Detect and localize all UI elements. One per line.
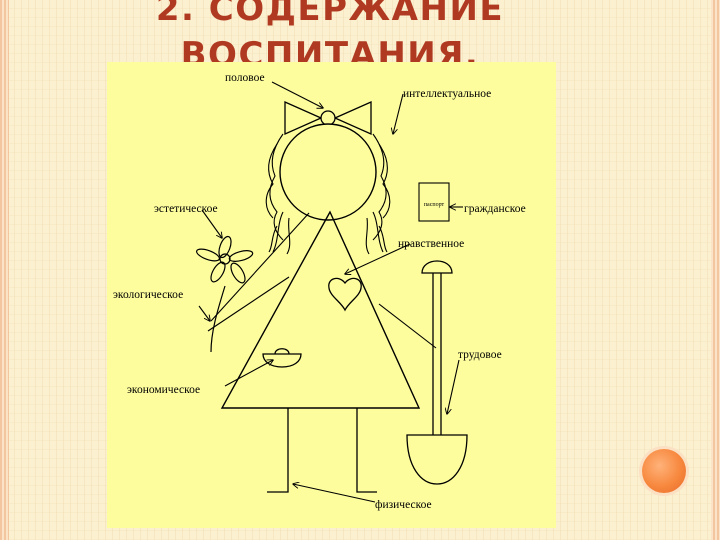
label-arrows — [198, 81, 463, 503]
shovel-icon — [406, 260, 468, 485]
upbringing-diagram: паспорт половое интеллектуал — [113, 72, 526, 511]
right-border-stripe — [711, 0, 720, 540]
body-triangle — [220, 210, 421, 409]
label-intellektualnoe: интеллектуальное — [403, 88, 491, 100]
connector-lines — [207, 212, 437, 349]
label-nravstvennoe: нравственное — [398, 238, 464, 250]
left-border-stripe — [0, 0, 9, 540]
bow-icon — [284, 100, 372, 136]
slide-title: 2. СОДЕРЖАНИЕ ВОСПИТАНИЯ. — [150, 0, 510, 78]
label-fizicheskoe: физическое — [375, 499, 432, 511]
label-ekologicheskoe: экологическое — [113, 289, 183, 301]
hair-icon — [265, 133, 391, 255]
bowl-icon — [262, 348, 302, 368]
head-icon — [279, 123, 377, 221]
label-esteticheskoe: эстетическое — [154, 203, 218, 215]
diagram-panel: паспорт половое интеллектуал — [107, 62, 556, 528]
passport-icon: паспорт — [418, 182, 450, 222]
label-grazhdanskoe: гражданское — [464, 203, 526, 215]
orange-circle-decoration — [642, 449, 686, 493]
legs-icon — [267, 408, 377, 493]
label-polovoe: половое — [225, 72, 265, 84]
flower-icon — [196, 235, 254, 353]
passport-label: паспорт — [424, 202, 445, 208]
slide-title-line-1: 2. СОДЕРЖАНИЕ — [155, 0, 505, 29]
label-trudovoe: трудовое — [458, 349, 502, 361]
label-ekonomicheskoe: экономическое — [127, 384, 200, 396]
heart-icon — [328, 277, 362, 312]
